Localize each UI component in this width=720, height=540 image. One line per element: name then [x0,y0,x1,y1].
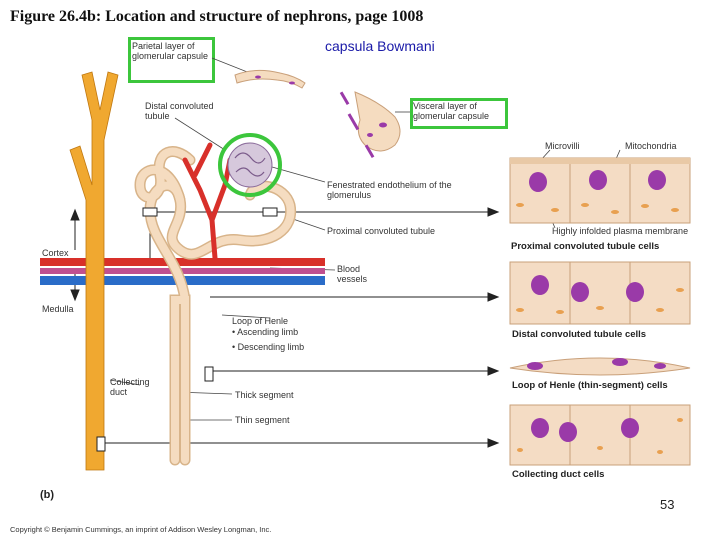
nephron-tubule [134,146,297,466]
label-descending-limb: • Descending limb [232,342,305,352]
capsule-fragments [234,69,401,159]
label-collecting-duct: Collecting duct [110,377,150,397]
label-ascending-limb: • Ascending limb [232,327,299,337]
label-mitochondria: Mitochondria [625,141,677,151]
label-proximal-convoluted-tubule: Proximal convoluted tubule [327,226,436,236]
page-number: 53 [660,497,675,512]
cell-panel-loop [509,357,691,376]
caption-collecting-cells: Collecting duct cells [512,469,605,480]
label-thick-segment: Thick segment [235,390,294,400]
label-fenestrated-endothelium: Fenestrated endothelium of the glomerulu… [327,180,452,200]
label-cortex: Cortex [42,248,69,258]
figure-title: Figure 26.4b: Location and structure of … [10,8,424,25]
label-thin-segment: Thin segment [235,415,290,425]
caption-loop-cells: Loop of Henle (thin-segment) cells [512,380,668,391]
label-distal-convoluted-tubule: Distal convoluted tubule [145,101,214,121]
label-infolded-membrane: Highly infolded plasma membrane [552,226,689,236]
label-microvilli: Microvilli [545,141,580,151]
label-medulla: Medulla [42,304,74,314]
label-loop-of-henle: Loop of Henle [232,316,289,326]
label-blood-vessels: Blood vessels [337,264,368,284]
overlay-label-capsula-bowmani: capsula Bowmani [325,38,435,54]
label-visceral-layer: Visceral layer of glomerular capsule [413,101,490,121]
copyright-text: Copyright © Benjamin Cummings, an imprin… [10,525,272,534]
section-markers [96,207,278,452]
caption-distal-cells: Distal convoluted tubule cells [512,329,647,340]
cell-panel-collecting [509,404,691,466]
caption-proximal-cells: Proximal convoluted tubule cells [511,241,660,252]
artery-band [40,258,325,266]
cell-panel-proximal [509,157,691,224]
arrows [70,207,500,448]
label-parietal-layer: Parietal layer of glomerular capsule [132,41,209,61]
collecting-duct [69,71,119,471]
highlight-box-visceral [410,98,508,129]
cell-panel-distal [509,261,691,325]
highlight-box-parietal [128,37,215,83]
glomerulus [218,133,282,197]
part-label: (b) [40,489,55,501]
